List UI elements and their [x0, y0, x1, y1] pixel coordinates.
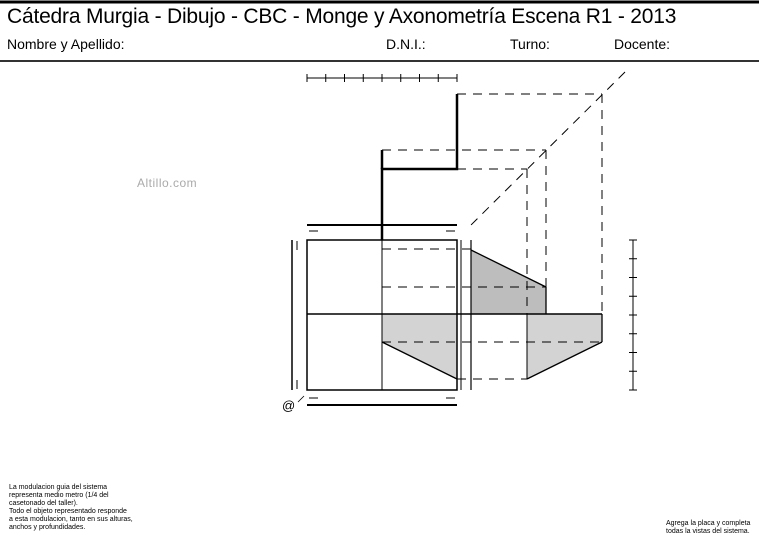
watermark: Altillo.com — [137, 176, 198, 190]
note-line: Agrega la placa y completa — [666, 520, 751, 527]
note-line: a esta modulacion, tanto en sus alturas, — [9, 516, 133, 523]
scale-bar-right — [629, 239, 637, 391]
turno-label: Turno: — [510, 36, 550, 52]
left-note: La modulacion guia del sistema represent… — [9, 484, 133, 532]
note-line: casetonado del taller). — [9, 500, 78, 507]
view-marker: @ — [282, 398, 296, 413]
note-line: anchos y profundidades. — [9, 524, 86, 531]
note-line: representa medio metro (1/4 del — [9, 492, 109, 499]
note-line: todas la vistas del sistema. — [666, 528, 750, 535]
scale-bar-top — [306, 74, 458, 82]
hidden-lines — [382, 71, 626, 380]
name-label: Nombre y Apellido: — [7, 36, 125, 52]
dni-label: D.N.I.: — [386, 36, 426, 52]
docente-label: Docente: — [614, 36, 671, 52]
page-title: Cátedra Murgia - Dibujo - CBC - Monge y … — [7, 5, 677, 28]
right-note: Agrega la placa y completa todas la vist… — [666, 520, 750, 536]
note-line: La modulacion guia del sistema — [9, 484, 108, 491]
note-line: Todo el objeto representado responde — [9, 508, 127, 515]
visible-lines — [291, 94, 603, 406]
